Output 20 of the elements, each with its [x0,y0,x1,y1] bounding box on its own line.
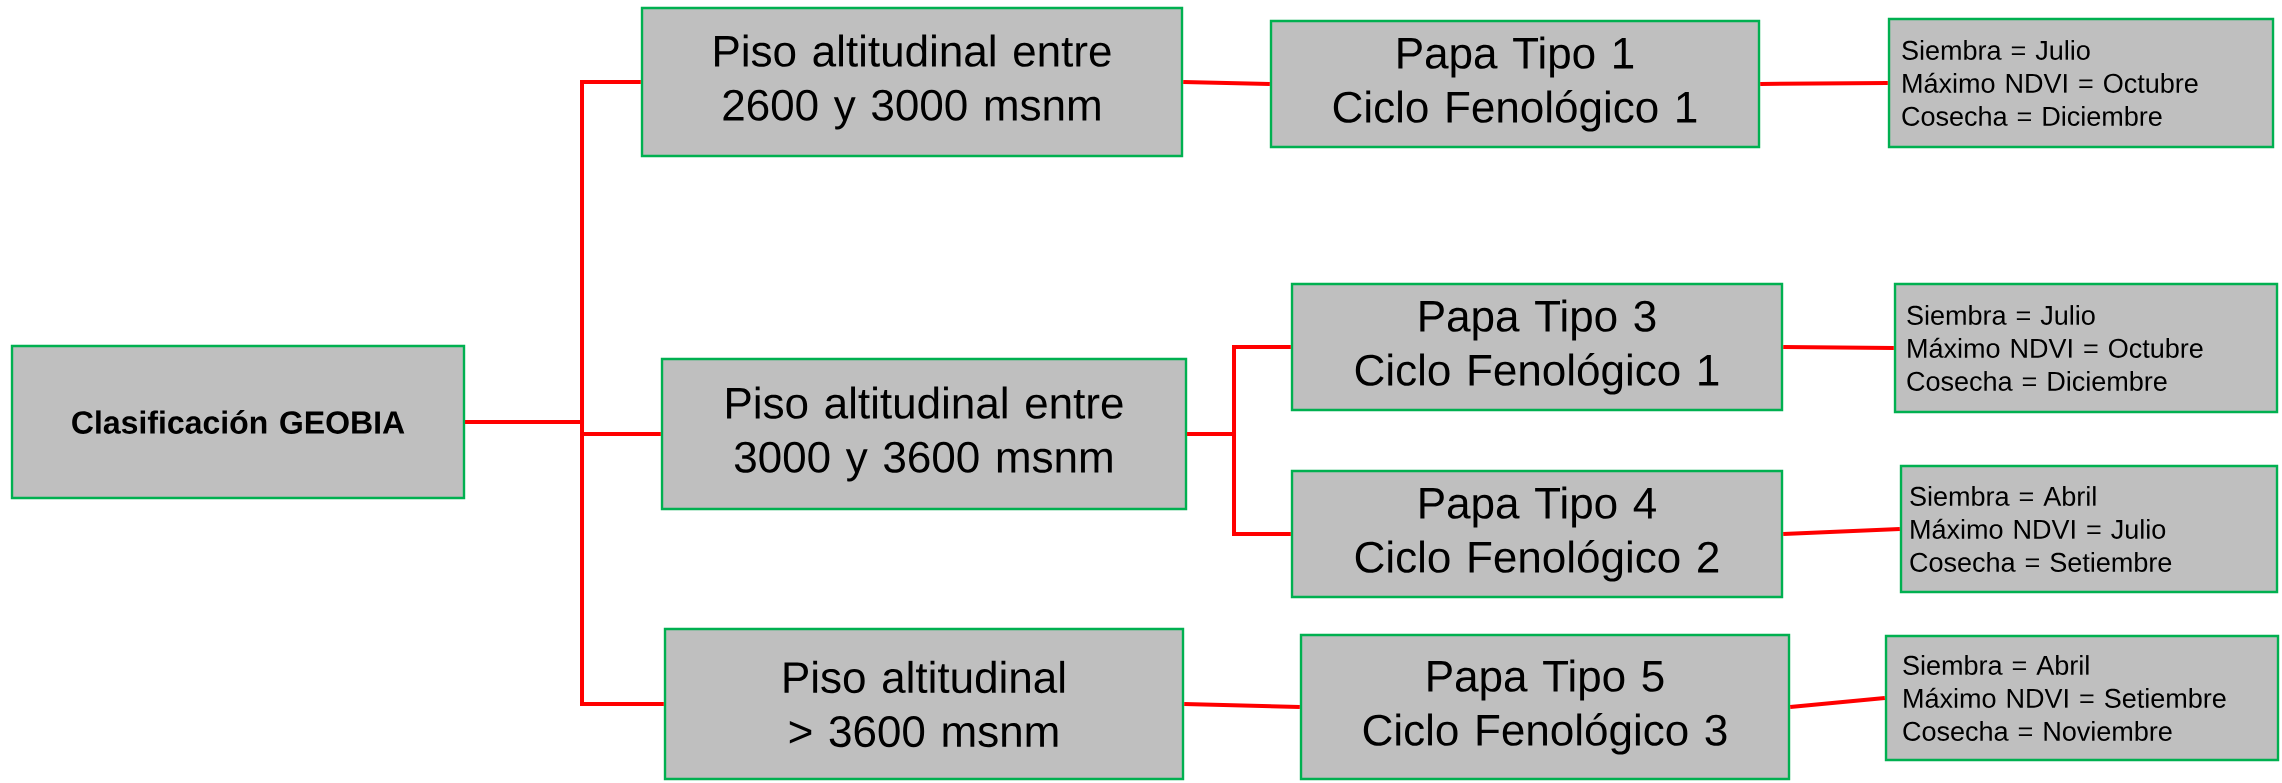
connector-line [1187,432,1291,536]
classification-box: Clasificación GEOBIA [10,344,466,500]
connector-line [1184,702,1300,709]
altitude-box: Piso altitudinal > 3600 msnm [663,627,1185,781]
connector-line [1783,527,1900,536]
potato-type-box: Papa Tipo 4 Ciclo Fenológico 2 [1290,469,1784,599]
connector-line [1760,81,1888,86]
calendar-box: Siembra = Julio Máximo NDVI = Octubre Cosecha = Diciembre [1893,282,2279,414]
potato-type-box: Papa Tipo 5 Ciclo Fenológico 3 [1299,633,1791,781]
connector-line [1783,345,1894,350]
potato-type-box: Papa Tipo 3 Ciclo Fenológico 1 [1290,282,1784,412]
calendar-box: Siembra = Abril Máximo NDVI = Julio Cosecha = Setiembre [1899,464,2279,594]
altitude-box: Piso altitudinal entre 2600 y 3000 msnm [640,6,1184,158]
connector-line [1183,80,1270,86]
potato-type-box: Papa Tipo 1 Ciclo Fenológico 1 [1269,19,1761,149]
connector-line [1790,696,1885,709]
calendar-box: Siembra = Julio Máximo NDVI = Octubre Cosecha = Diciembre [1887,17,2275,149]
calendar-box: Siembra = Abril Máximo NDVI = Setiembre Cosecha = Noviembre [1884,634,2280,762]
connector-line [465,420,664,706]
altitude-box: Piso altitudinal entre 3000 y 3600 msnm [660,357,1188,511]
